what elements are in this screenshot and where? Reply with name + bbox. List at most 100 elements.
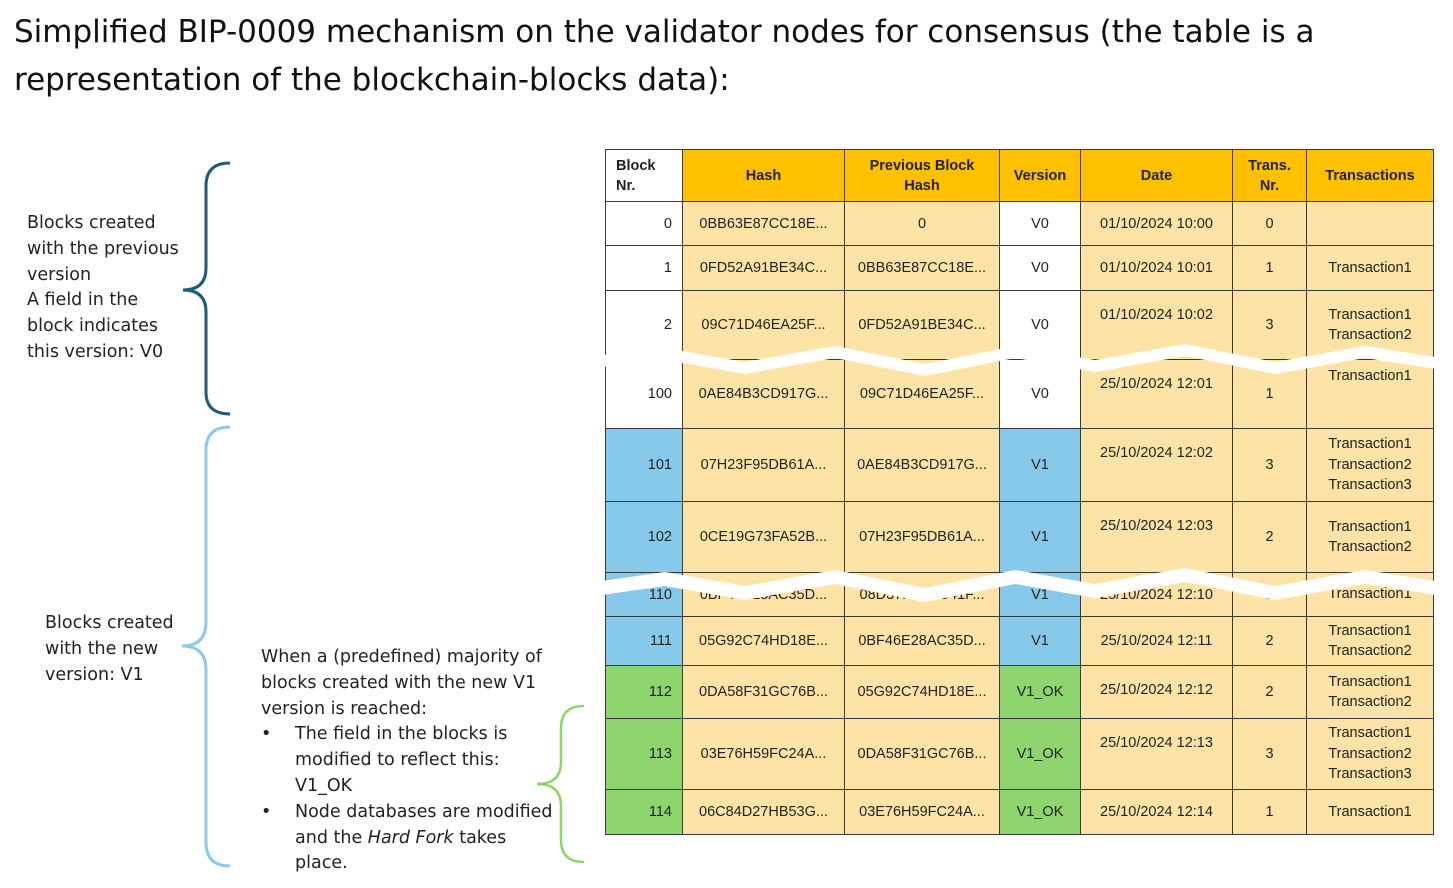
transaction-item: Transaction2 (1328, 694, 1412, 710)
transaction-item: Transaction2 (1328, 327, 1412, 343)
transaction-item: Transaction1 (1328, 586, 1412, 603)
version-cell: V1 (999, 428, 1081, 502)
note-bullet-text: Node databases are modified and the (295, 801, 553, 848)
version-cell: V0 (999, 201, 1081, 246)
transaction-item: Transaction1 (1328, 622, 1412, 639)
trans-count-cell: 2 (1232, 616, 1307, 666)
v1-brace (181, 425, 231, 868)
transaction-item: Transaction1 (1328, 306, 1412, 323)
v0-group-label: Blocks created with the previous version… (27, 211, 179, 366)
hash-cell: 06C84D27HB53G... (682, 789, 845, 835)
date-cell: 25/10/2024 12:10 (1080, 572, 1233, 617)
prev-hash-cell: 0AE84B3CD917G... (844, 428, 1000, 502)
block-nr-cell: 112 (605, 665, 683, 719)
block-nr-cell: 111 (605, 616, 683, 666)
block-nr-cell: 110 (605, 572, 683, 617)
col-header-version: Version (999, 149, 1081, 202)
date-cell: 01/10/2024 10:02 (1080, 290, 1233, 360)
hash-cell: 0AE84B3CD917G... (682, 359, 845, 429)
trans-count-cell: 0 (1232, 201, 1307, 246)
prev-hash-cell: 07H23F95DB61A... (844, 501, 1000, 573)
col-header-date: Date (1080, 149, 1233, 202)
prev-hash-cell: 09C71D46EA25F... (844, 359, 1000, 429)
transaction-item: Transaction2 (1328, 643, 1412, 659)
block-nr-cell: 100 (605, 359, 683, 429)
hard-fork-note: When a (predefined) majority of blocks c… (261, 645, 561, 877)
block-nr-cell: 114 (605, 789, 683, 835)
date-cell: 25/10/2024 12:11 (1080, 616, 1233, 666)
transaction-item: Transaction2 (1328, 539, 1412, 555)
version-cell: V0 (999, 359, 1081, 429)
date-cell: 25/10/2024 12:14 (1080, 789, 1233, 835)
date-cell: 25/10/2024 12:03 (1080, 501, 1233, 573)
date-cell: 25/10/2024 12:02 (1080, 428, 1233, 502)
trans-count-cell: 3 (1232, 428, 1307, 502)
prev-hash-cell: 0BF46E28AC35D... (844, 616, 1000, 666)
bullet-symbol: • (261, 724, 272, 745)
trans-count-cell: 2 (1232, 501, 1307, 573)
date-cell: 25/10/2024 12:12 (1080, 665, 1233, 719)
trans-count-cell: 1 (1232, 245, 1307, 291)
hash-cell: 0BF46E28AC35D... (682, 572, 845, 617)
block-nr-cell: 2 (605, 290, 683, 360)
v0-label-line: Blocks created (27, 213, 156, 233)
v1-label-line: version: V1 (45, 664, 144, 685)
version-cell: V1 (999, 501, 1081, 573)
bullet-symbol: • (261, 801, 272, 822)
transaction-item: Transaction2 (1328, 745, 1412, 762)
hash-cell: 03E76H59FC24A... (682, 718, 845, 790)
v1-ok-brace (536, 704, 585, 864)
block-nr-cell: 113 (605, 718, 683, 790)
note-intro: When a (predefined) majority of blocks c… (261, 647, 542, 719)
transaction-item: Transaction1 (1328, 518, 1412, 535)
transaction-item: Transaction2 (1328, 456, 1412, 473)
v1-group-label: Blocks created with the new version: V1 (45, 611, 174, 688)
prev-hash-cell: 0BB63E87CC18E... (844, 245, 1000, 291)
transaction-item: Transaction1 (1328, 259, 1412, 276)
hash-cell: 0DA58F31GC76B... (682, 665, 845, 719)
v0-label-line: A field in the (27, 290, 139, 311)
trans-count-cell: 1 (1232, 789, 1307, 835)
transactions-cell: Transaction1 (1306, 359, 1434, 429)
date-cell: 01/10/2024 10:00 (1080, 201, 1233, 246)
note-bullets: • The field in the blocks is modified to… (261, 722, 561, 877)
transaction-item: Transaction3 (1328, 477, 1412, 494)
prev-hash-cell: 03E76H59FC24A... (844, 789, 1000, 835)
prev-hash-cell: 0DA58F31GC76B... (844, 718, 1000, 790)
trans-count-cell: 1 (1232, 359, 1307, 429)
note-bullet-text: The field in the blocks is modified to r… (295, 724, 508, 796)
transactions-cell (1306, 201, 1434, 246)
v0-label-line: version (27, 264, 92, 285)
hash-cell: 07H23F95DB61A... (682, 428, 845, 502)
prev-hash-cell: 08D37H62EC41F... (844, 572, 1000, 617)
note-bullet-text-end: takes place. (295, 827, 507, 874)
transactions-cell: Transaction1 (1306, 572, 1434, 617)
v1-label-line: with the new (45, 638, 159, 659)
version-cell: V1_OK (999, 718, 1081, 790)
v0-label-line: block indicates (27, 316, 159, 337)
prev-hash-cell: 0 (844, 201, 1000, 246)
col-header-transactions: Transactions (1306, 149, 1434, 202)
col-header-hash: Hash (682, 149, 845, 202)
transaction-item: Transaction3 (1328, 766, 1412, 783)
trans-count-cell: 3 (1232, 718, 1307, 790)
transactions-cell: Transaction1 (1306, 789, 1434, 835)
hash-cell: 05G92C74HD18E... (682, 616, 845, 666)
hash-cell: 0BB63E87CC18E... (682, 201, 845, 246)
transaction-item: Transaction1 (1328, 436, 1412, 453)
